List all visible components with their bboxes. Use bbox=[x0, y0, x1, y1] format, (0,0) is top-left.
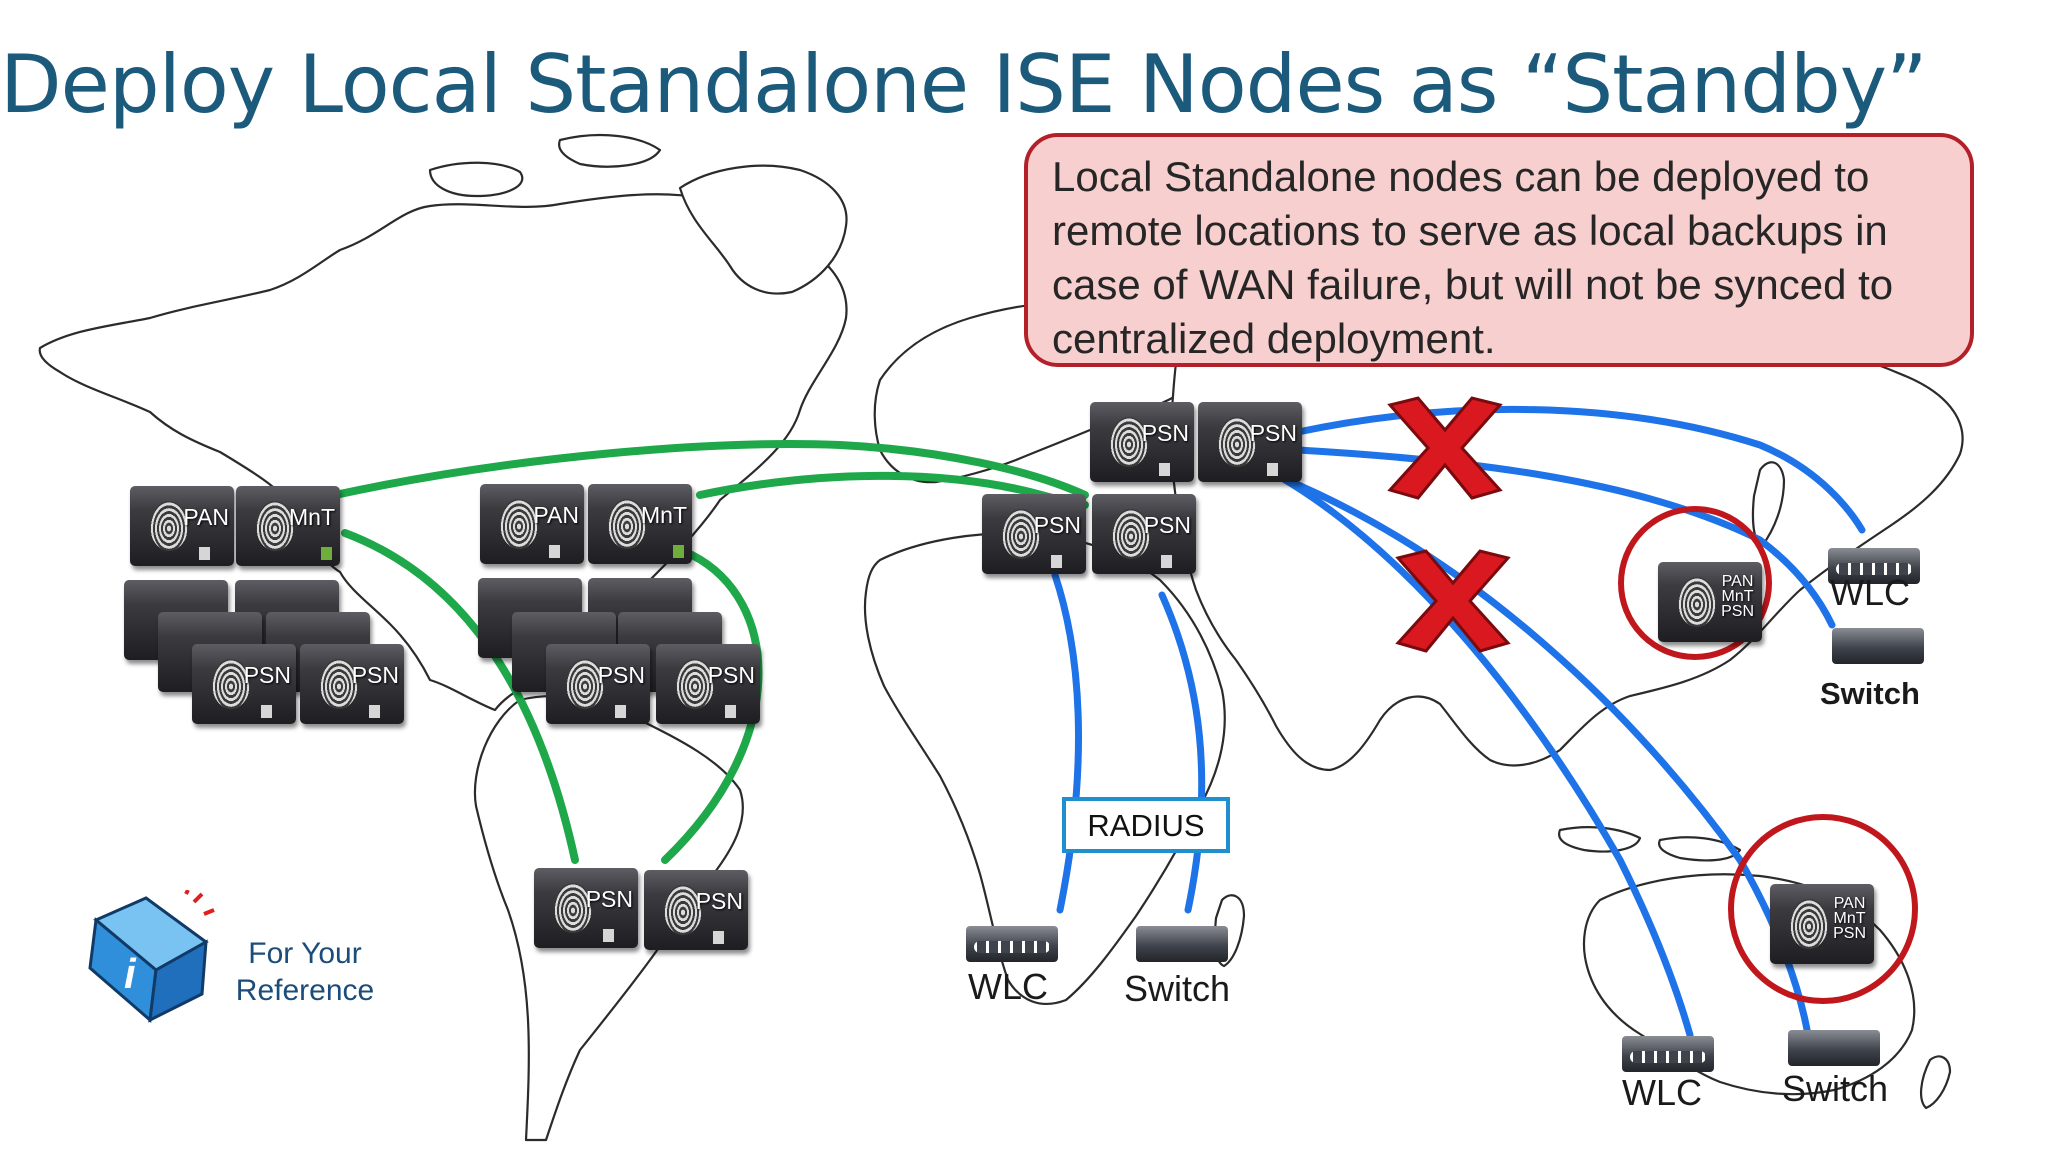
reference-label: For Your Reference bbox=[235, 937, 375, 1007]
standalone-highlight-circle bbox=[1618, 506, 1772, 660]
wlc-label: WLC bbox=[1830, 572, 1910, 613]
psn-node: PSN bbox=[546, 644, 650, 724]
fingerprint-icon bbox=[1002, 509, 1040, 559]
mnt-node: MnT bbox=[236, 486, 340, 566]
wireless-controller-icon bbox=[1622, 1036, 1714, 1072]
fingerprint-icon bbox=[150, 501, 188, 551]
fingerprint-icon bbox=[500, 499, 538, 549]
fingerprint-icon bbox=[212, 659, 250, 709]
mnt-node: MnT bbox=[588, 484, 692, 564]
fingerprint-icon bbox=[1790, 899, 1828, 949]
info-book-icon: i bbox=[88, 890, 215, 1023]
wireless-controller-icon bbox=[966, 926, 1058, 962]
fingerprint-icon bbox=[566, 659, 604, 709]
slide-title: Deploy Local Standalone ISE Nodes as “St… bbox=[0, 38, 1928, 131]
fingerprint-icon bbox=[1112, 509, 1150, 559]
fingerprint-icon bbox=[320, 659, 358, 709]
psn-node: PSN bbox=[534, 868, 638, 948]
pan-node: PAN bbox=[480, 484, 584, 564]
callout-box: Local Standalone nodes can be deployed t… bbox=[1024, 133, 1974, 367]
psn-node: PSN bbox=[982, 494, 1086, 574]
fingerprint-icon bbox=[608, 499, 646, 549]
fingerprint-icon bbox=[676, 659, 714, 709]
wlc-label: WLC bbox=[1622, 1072, 1702, 1113]
failure-x-icon bbox=[1387, 396, 1511, 653]
fingerprint-icon bbox=[554, 883, 592, 933]
switch-label: Switch bbox=[1782, 1068, 1889, 1109]
psn-node: PSN bbox=[1092, 494, 1196, 574]
psn-node: PSN bbox=[192, 644, 296, 724]
switch-icon bbox=[1788, 1030, 1880, 1066]
switch-label: Switch bbox=[1820, 676, 1920, 711]
fingerprint-icon bbox=[256, 501, 294, 551]
switch-label: Switch bbox=[1124, 968, 1231, 1009]
psn-node: PSN bbox=[644, 870, 748, 950]
fingerprint-icon bbox=[664, 885, 702, 935]
pan-node: PAN bbox=[130, 486, 234, 566]
switch-icon bbox=[1832, 628, 1924, 664]
fingerprint-icon bbox=[1218, 417, 1256, 467]
psn-node: PSN bbox=[300, 644, 404, 724]
standalone-highlight-circle bbox=[1728, 814, 1918, 1004]
radius-label: RADIUS bbox=[1062, 797, 1230, 853]
wireless-controller-icon bbox=[1828, 548, 1920, 584]
fingerprint-icon bbox=[1678, 577, 1716, 627]
psn-node: PSN bbox=[1198, 402, 1302, 482]
svg-text:i: i bbox=[124, 950, 137, 997]
switch-icon bbox=[1136, 926, 1228, 962]
psn-node: PSN bbox=[656, 644, 760, 724]
wlc-label: WLC bbox=[968, 966, 1048, 1007]
fingerprint-icon bbox=[1110, 417, 1148, 467]
psn-node: PSN bbox=[1090, 402, 1194, 482]
